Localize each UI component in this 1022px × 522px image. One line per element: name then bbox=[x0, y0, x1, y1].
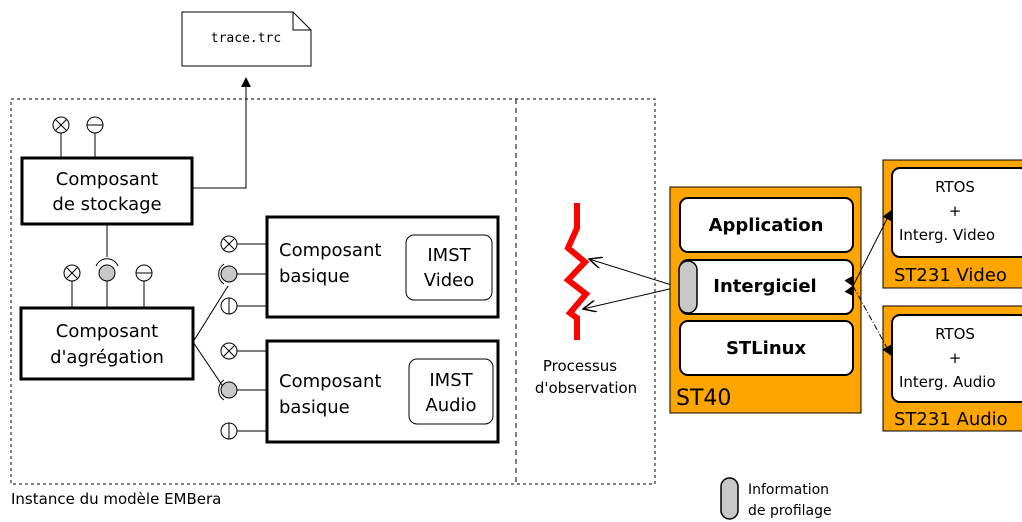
observation-process: Processus d'observation bbox=[535, 203, 637, 397]
observation-zigzag bbox=[563, 203, 591, 340]
basic-video-line1: Composant bbox=[279, 240, 381, 261]
imst-video-line2: Video bbox=[424, 270, 474, 291]
trace-file-label: trace.trc bbox=[211, 31, 281, 46]
basic-audio-component: Composant basique IMST Audio bbox=[218, 339, 500, 444]
legend-line1: Information bbox=[748, 482, 829, 498]
storage-line1: Composant bbox=[56, 169, 158, 190]
imst-audio-box bbox=[408, 358, 494, 425]
application-label: Application bbox=[709, 215, 824, 236]
overt-icon bbox=[220, 297, 238, 315]
st231-video-label: ST231 Video bbox=[894, 265, 1007, 286]
basic-video-component: Composant basique IMST Video bbox=[218, 215, 500, 319]
otimes-icon bbox=[220, 342, 238, 360]
observation-line1: Processus bbox=[543, 357, 617, 375]
st40-label: ST40 bbox=[676, 386, 731, 411]
st231-audio-interg: Interg. Audio bbox=[899, 373, 996, 391]
os-label: STLinux bbox=[726, 338, 807, 359]
basic-audio-line1: Composant bbox=[279, 371, 381, 392]
storage-component: Composant de stockage bbox=[20, 116, 194, 226]
st231-video-board: RTOS + Interg. Video ST231 Video bbox=[882, 159, 1022, 289]
ominus-icon bbox=[86, 116, 104, 134]
legend-line2: de profilage bbox=[748, 503, 832, 519]
otimes-icon bbox=[63, 264, 81, 282]
imst-audio-line1: IMST bbox=[429, 370, 473, 391]
aggregation-component: Composant d'agrégation bbox=[19, 258, 195, 381]
basic-video-line2: basique bbox=[279, 266, 350, 287]
imst-video-box bbox=[405, 234, 493, 301]
socket-icon bbox=[218, 263, 238, 285]
profiling-pill bbox=[678, 260, 698, 314]
instance-label: Instance du modèle EMBera bbox=[11, 490, 221, 508]
imst-audio-line2: Audio bbox=[425, 395, 476, 416]
st231-video-interg: Interg. Video bbox=[899, 226, 995, 244]
st231-audio-label: ST231 Audio bbox=[894, 409, 1008, 430]
st231-video-plus: + bbox=[949, 202, 962, 220]
st40-board: Application Intergiciel STLinux ST40 bbox=[669, 186, 862, 414]
ominus-icon bbox=[135, 264, 153, 282]
trace-file: trace.trc bbox=[181, 11, 312, 67]
aggregation-line2: d'agrégation bbox=[50, 347, 164, 368]
socket-icon bbox=[95, 258, 119, 282]
st231-audio-box bbox=[891, 314, 1022, 403]
imst-video-line1: IMST bbox=[427, 245, 471, 266]
otimes-icon bbox=[52, 116, 70, 134]
middleware-label: Intergiciel bbox=[713, 276, 816, 297]
legend: Information de profilage bbox=[720, 477, 832, 520]
st231-audio-plus: + bbox=[949, 349, 962, 367]
observation-arrow-bottom bbox=[583, 286, 679, 309]
legend-profiling-icon bbox=[720, 477, 739, 520]
link-st231-audio bbox=[844, 275, 892, 356]
observation-line2: d'observation bbox=[535, 379, 637, 397]
st231-audio-board: RTOS + Interg. Audio ST231 Audio bbox=[882, 305, 1022, 432]
socket-icon bbox=[218, 379, 238, 401]
aggregation-line1: Composant bbox=[56, 321, 158, 342]
st231-video-box bbox=[891, 167, 1022, 258]
st231-video-rtos: RTOS bbox=[935, 178, 975, 196]
otimes-icon bbox=[220, 235, 238, 253]
link-st231-video bbox=[844, 210, 892, 297]
storage-line2: de stockage bbox=[52, 194, 161, 215]
instance-frame bbox=[10, 98, 656, 485]
trace-arrow bbox=[192, 77, 251, 189]
overt-icon bbox=[220, 422, 238, 440]
st231-audio-rtos: RTOS bbox=[935, 325, 975, 343]
observation-arrow-top bbox=[589, 259, 679, 288]
basic-audio-line2: basique bbox=[279, 397, 350, 418]
